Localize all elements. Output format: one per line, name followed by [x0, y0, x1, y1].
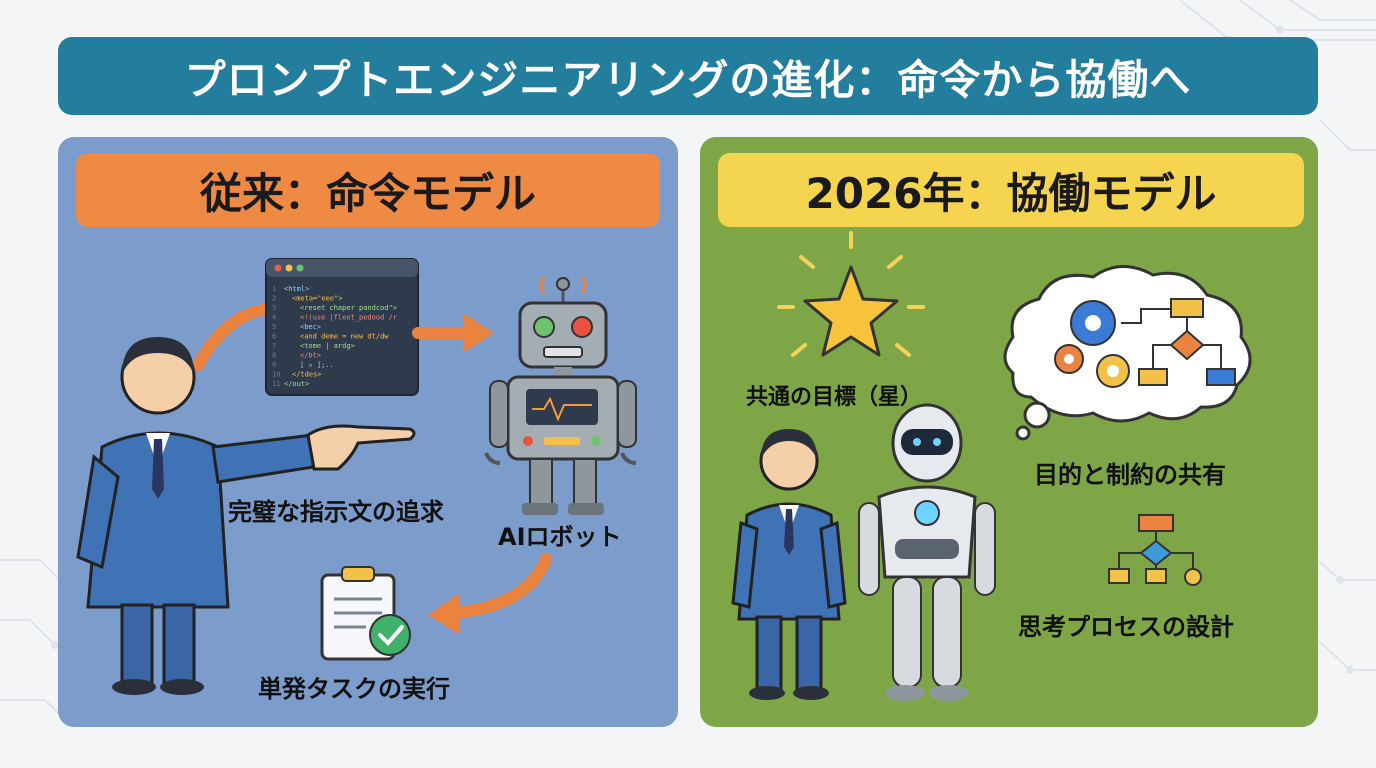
code-line-number: 2 [272, 295, 276, 303]
collaboration-model-panel: 2026年：協働モデル [700, 137, 1318, 727]
code-line-number: 5 [272, 323, 276, 331]
code-line-number: 1 [272, 285, 276, 293]
clipboard-check-icon [320, 566, 411, 661]
collaboration-model-header: 2026年：協働モデル [718, 153, 1304, 227]
traditional-model-panel: 従来：命令モデル 1 <html> 2 <meta="eee"> 3 <reset cha… [58, 137, 678, 727]
gear-icon [1070, 300, 1116, 346]
code-line: <!(use |fleet_pedood /r [300, 314, 397, 322]
thought-cloud-icon [1003, 265, 1252, 441]
code-line: <tome | ardg> [300, 342, 355, 350]
code-line: <html> [284, 285, 309, 293]
code-line: [ ▫ ];.. [300, 361, 334, 369]
traditional-model-illustration: 1 <html> 2 <meta="eee"> 3 <reset chaper pandc… [76, 258, 637, 695]
code-line-number: 3 [272, 304, 276, 312]
star-icon [777, 231, 925, 357]
share-label: 目的と制約の共有 [1034, 461, 1226, 489]
page-title: プロンプトエンジニアリングの進化：命令から協働へ [58, 37, 1318, 115]
code-line: <and deme = new dt/dw [300, 333, 389, 341]
code-line-number: 7 [272, 342, 276, 350]
humanoid-robot [858, 403, 996, 701]
businessman-standing [731, 429, 847, 700]
collaboration-model-illustration [731, 231, 1252, 701]
arrowhead-to-task [428, 593, 460, 635]
code-line: </bt> [300, 352, 321, 360]
design-label: 思考プロセスの設計 [1018, 613, 1234, 641]
code-line-number: 4 [272, 314, 276, 322]
code-line: </out> [284, 380, 309, 388]
code-line: <bec> [300, 323, 321, 331]
task-label: 単発タスクの実行 [258, 675, 450, 703]
code-line-number: 6 [272, 333, 276, 341]
robot-label: AIロボット [498, 523, 622, 551]
arrowhead-to-robot [463, 313, 494, 353]
curved-arrow-to-task [450, 553, 552, 619]
code-line: <meta="eee"> [292, 295, 343, 303]
code-line-number: 11 [272, 380, 280, 388]
goal-label: 共通の目標（星） [746, 385, 923, 410]
code-line: <reset chaper pandcod"> [300, 304, 397, 312]
flowchart-icon [1121, 298, 1236, 386]
businessman-pointing [76, 337, 416, 695]
process-diagram-icon [1108, 514, 1202, 586]
traditional-model-header: 従来：命令モデル [76, 153, 660, 227]
gear-icon [1054, 344, 1084, 374]
curved-arrow-to-code [192, 303, 276, 371]
code-line-number: 10 [272, 371, 280, 379]
code-line-number: 8 [272, 352, 276, 360]
code-line-number: 9 [272, 361, 276, 369]
gear-icon [1096, 354, 1130, 388]
code-window: 1 <html> 2 <meta="eee"> 3 <reset chaper pandc… [265, 258, 419, 396]
code-line: </tdes> [292, 371, 322, 379]
ai-robot [484, 276, 637, 515]
instruction-label: 完璧な指示文の追求 [228, 498, 444, 526]
